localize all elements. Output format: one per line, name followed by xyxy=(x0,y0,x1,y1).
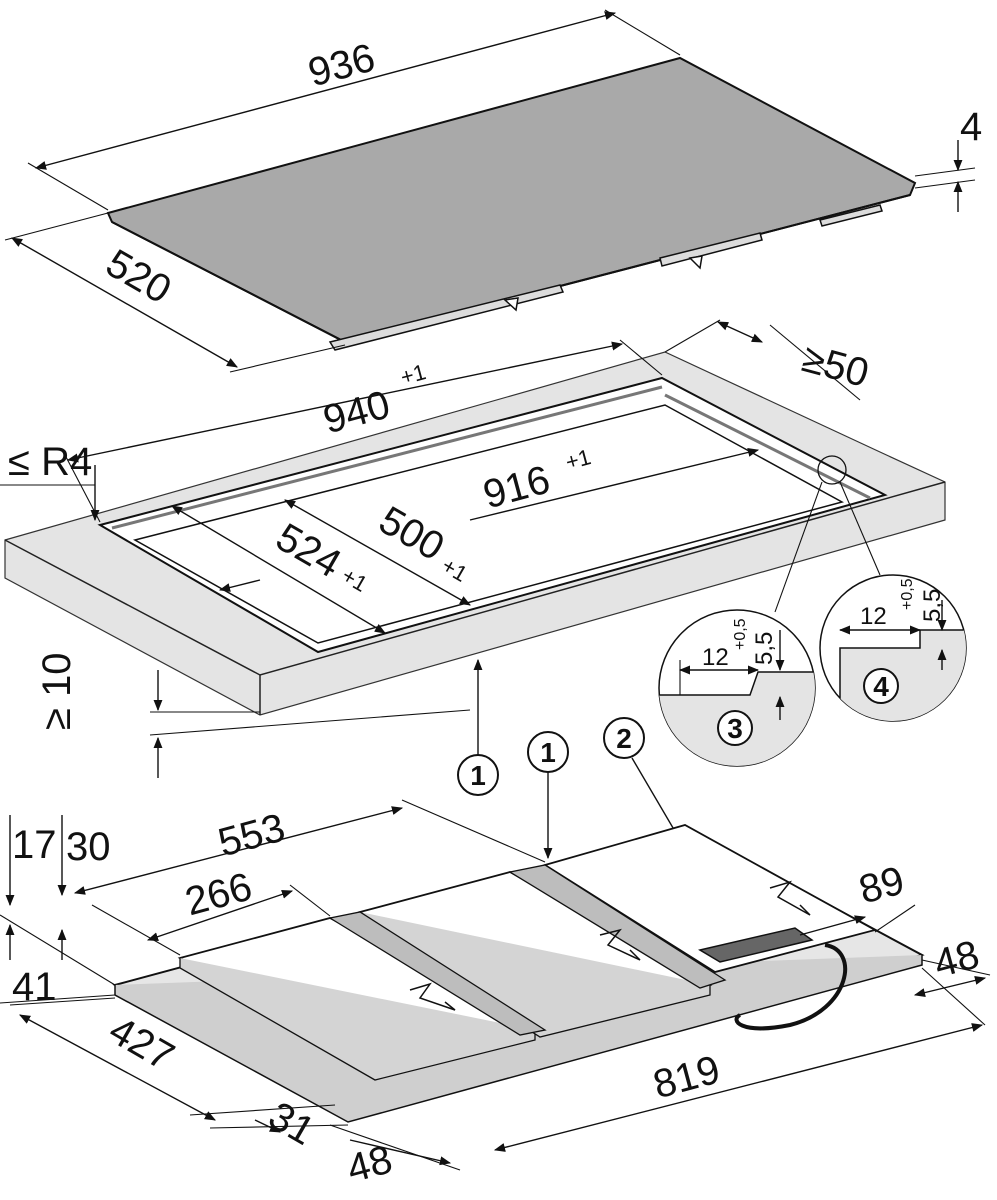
detail-4-width: 12 xyxy=(860,603,887,630)
label-520: 520 xyxy=(99,241,179,312)
dimension-30: 30 xyxy=(57,815,111,960)
detail-4-width-tol: +0,5 xyxy=(899,578,916,610)
label-41: 41 xyxy=(12,965,57,1009)
dimension-4: 4 xyxy=(914,105,982,212)
label-min-10: ≥ 10 xyxy=(35,652,79,730)
dimension-41: 41 xyxy=(0,914,116,1009)
label-553: 553 xyxy=(214,806,290,866)
dimension-radius: ≤ R4 xyxy=(0,440,100,522)
svg-text:1: 1 xyxy=(540,737,556,768)
label-89: 89 xyxy=(854,858,908,912)
dimension-min-10: ≥ 10 xyxy=(35,652,471,778)
svg-text:1: 1 xyxy=(470,760,486,791)
callout-4: 4 xyxy=(873,671,889,702)
detail-3-height: 5,5 xyxy=(751,632,778,665)
label-4: 4 xyxy=(960,105,982,149)
detail-3-width: 12 xyxy=(702,644,729,671)
label-936: 936 xyxy=(304,36,380,96)
svg-text:2: 2 xyxy=(616,723,632,754)
label-819: 819 xyxy=(649,1048,725,1108)
detail-4: 12 +0,5 5,5 4 xyxy=(819,574,967,722)
detail-3-width-tol: +0,5 xyxy=(732,618,749,650)
label-radius: ≤ R4 xyxy=(8,440,92,484)
dimension-48-right: 48 xyxy=(913,932,991,997)
dimension-48-left: 48 xyxy=(329,1124,461,1191)
detail-4-height: 5,5 xyxy=(919,589,946,622)
dimension-266: 266 xyxy=(146,865,331,941)
label-48-right: 48 xyxy=(929,932,983,986)
detail-leader xyxy=(774,455,881,613)
cooktop-glass-plate xyxy=(106,56,917,351)
callout-1-right: 1 xyxy=(527,731,569,860)
dimension-17: 17 xyxy=(5,815,57,960)
callout-1-left: 1 xyxy=(457,658,499,796)
label-min-50: ≥50 xyxy=(798,336,874,396)
detail-3: 12 +0,5 5,5 3 xyxy=(658,609,816,767)
label-30: 30 xyxy=(66,825,111,869)
label-17: 17 xyxy=(12,823,57,867)
callout-3: 3 xyxy=(727,713,743,744)
label-266: 266 xyxy=(181,865,257,925)
